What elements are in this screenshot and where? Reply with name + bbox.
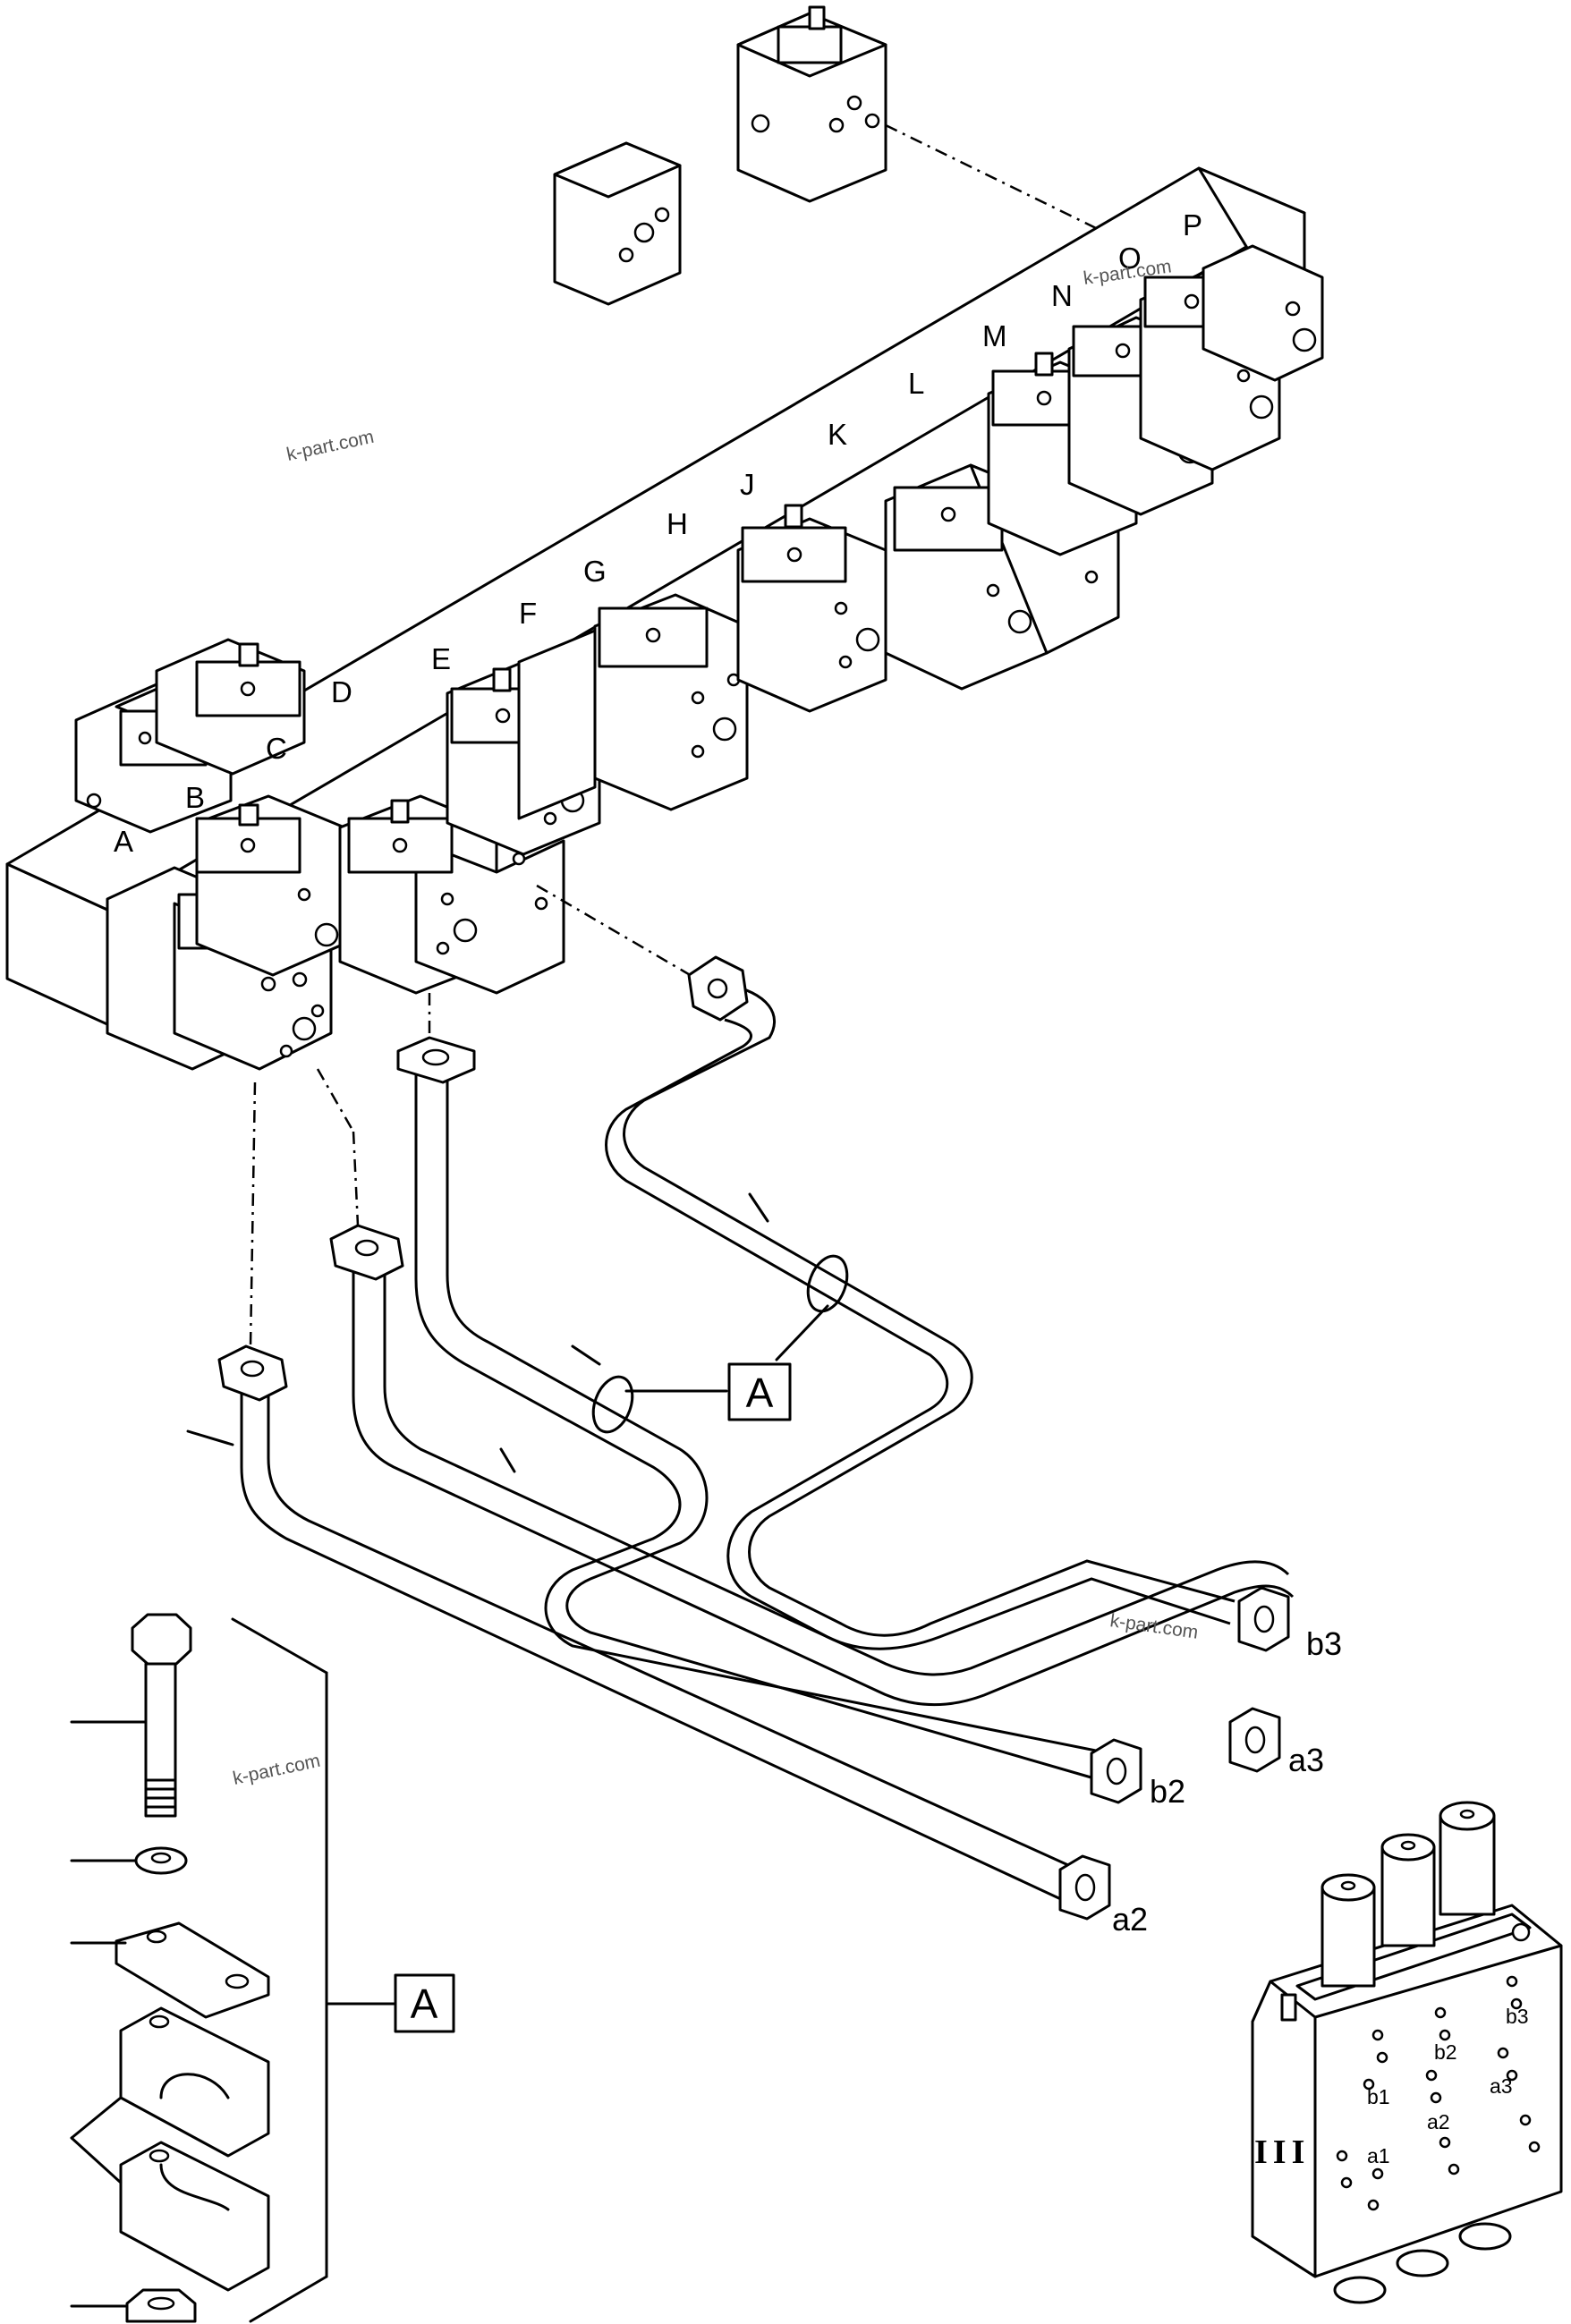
watermark-1: k-part.com — [284, 427, 376, 465]
section-label-o: O — [1118, 242, 1142, 275]
valve-port-a2: a2 — [1427, 2110, 1450, 2133]
callout-a-pipe-label: A — [746, 1370, 774, 1416]
flange-b2 — [1090, 1738, 1142, 1804]
port-label-b3: b3 — [1306, 1625, 1342, 1662]
flange-b3 — [1237, 1586, 1290, 1652]
clamp-half-lower — [119, 2141, 270, 2292]
loose-blocks — [553, 5, 887, 306]
section-label-b: B — [185, 781, 205, 814]
section-label-n: N — [1051, 279, 1073, 312]
flange-top-2 — [396, 1036, 476, 1084]
center-lines — [249, 123, 1097, 1347]
valve-port-a3: a3 — [1490, 2074, 1513, 2098]
section-label-f: F — [519, 597, 537, 630]
section-letters: A B C D E F G H J K L M N O P — [114, 208, 1202, 858]
valve-port-b1: b1 — [1367, 2085, 1390, 2108]
valve-sections — [74, 244, 1324, 1071]
section-label-d: D — [331, 675, 352, 708]
fastener-detail: A — [70, 1613, 455, 2323]
watermark-4: k-part.com — [231, 1751, 322, 1789]
callout-a-clamp-label: A — [411, 1980, 438, 2027]
section-label-c: C — [266, 732, 287, 765]
valve-cylinder-2 — [1380, 1833, 1436, 1947]
flanges — [217, 955, 1290, 1921]
valve-section-numeral: III — [1254, 2133, 1310, 2171]
valve-cylinder-3 — [1439, 1801, 1496, 1916]
detail-callout-pipe: A — [624, 1304, 829, 1421]
flange-a2 — [1058, 1854, 1111, 1921]
section-label-l: L — [908, 367, 924, 400]
section-label-e: E — [431, 642, 451, 675]
reference-valve: b3 b2 a3 b1 a2 a1 III — [1251, 1801, 1563, 2304]
section-label-a: A — [114, 825, 133, 858]
flange-a3 — [1228, 1707, 1281, 1773]
port-labels: b3 a3 b2 a2 — [1112, 1625, 1342, 1938]
flange-top-3 — [329, 1224, 404, 1281]
section-label-h: H — [667, 507, 688, 540]
section-label-p: P — [1183, 208, 1202, 242]
flange-top-4 — [217, 1344, 288, 1402]
port-label-b2: b2 — [1150, 1773, 1185, 1810]
valve-port-a1: a1 — [1367, 2144, 1390, 2167]
bolt-shank — [144, 1662, 177, 1818]
port-label-a2: a2 — [1112, 1901, 1148, 1938]
pipes — [240, 982, 1295, 1903]
section-label-m: M — [982, 319, 1007, 352]
flange-top-1 — [687, 955, 749, 1022]
valve-port-b3: b3 — [1506, 2005, 1529, 2028]
valve-port-b2: b2 — [1434, 2040, 1457, 2064]
port-label-a3: a3 — [1288, 1742, 1324, 1778]
clamp-plate — [115, 1921, 270, 2019]
valve-cylinder-1 — [1320, 1873, 1376, 1988]
bolt-head — [131, 1613, 192, 1666]
section-label-k: K — [828, 418, 847, 451]
section-label-j: J — [740, 468, 755, 501]
pipe-clamps — [186, 1192, 849, 1473]
section-label-g: G — [583, 555, 607, 588]
clamp-half-upper — [119, 2006, 270, 2158]
